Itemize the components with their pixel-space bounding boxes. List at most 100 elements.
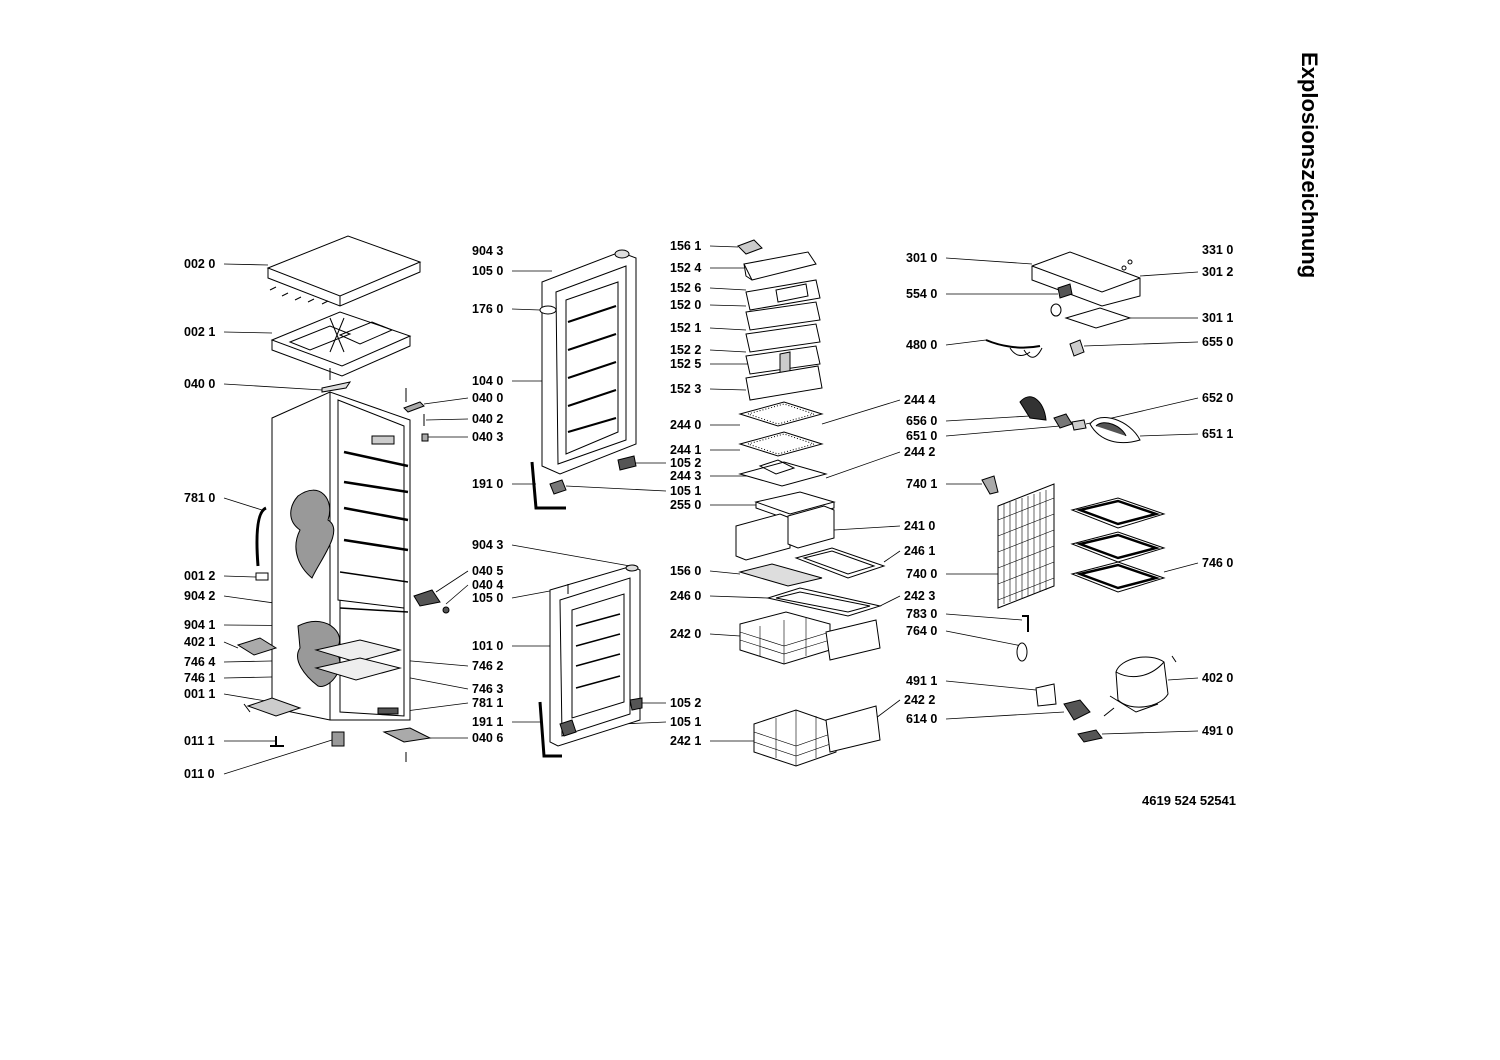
- part-number-label: 651 1: [1202, 427, 1234, 441]
- leader-line: [1167, 677, 1199, 681]
- part-number-label: 242 1: [670, 734, 702, 748]
- part-number-label: 904 3: [472, 538, 504, 552]
- part-number-label: 002 0: [184, 257, 216, 271]
- doors-assembly: [530, 249, 643, 758]
- part-number-label: 652 0: [1202, 391, 1234, 405]
- leader-line: [879, 595, 901, 607]
- part-number-label: 242 0: [670, 627, 702, 641]
- leader-line: [399, 659, 469, 667]
- part-number-label: 904 3: [472, 244, 504, 258]
- part-number-label: 105 2: [670, 696, 702, 710]
- leader-line: [825, 451, 901, 479]
- part-number-label: 040 2: [472, 412, 504, 426]
- part-number-label: 746 2: [472, 659, 504, 673]
- page-title: Explosionszeichnung: [1297, 52, 1322, 322]
- shelves-bins-assembly: [735, 239, 886, 767]
- part-number-label: 002 1: [184, 325, 216, 339]
- part-number-label: 746 1: [184, 671, 216, 685]
- leader-line: [223, 383, 323, 391]
- cabinet-assembly: [236, 235, 450, 762]
- leader-line: [223, 497, 263, 511]
- leader-line: [709, 327, 747, 331]
- part-number-label: 480 0: [906, 338, 938, 352]
- part-number-label: 176 0: [472, 302, 504, 316]
- part-number-label: 656 0: [906, 414, 938, 428]
- part-number-label: 244 2: [904, 445, 936, 459]
- leader-line: [425, 418, 469, 421]
- part-number-label: 152 1: [670, 321, 702, 335]
- leader-line: [709, 349, 747, 353]
- part-number-label: 040 4: [472, 578, 504, 592]
- leader-line: [223, 641, 239, 649]
- title-text: Explosionszeichnung: [1297, 52, 1322, 279]
- part-number-label: 105 0: [472, 264, 504, 278]
- leader-line: [945, 630, 1023, 647]
- leader-line: [1163, 562, 1199, 573]
- part-number-label: 152 2: [670, 343, 702, 357]
- leader-line: [709, 595, 769, 599]
- leader-line: [1139, 433, 1199, 437]
- part-number-label: 246 0: [670, 589, 702, 603]
- part-number-label: 331 0: [1202, 243, 1234, 257]
- part-number-label: 904 1: [184, 618, 216, 632]
- leader-line: [1083, 341, 1199, 347]
- leader-line: [709, 633, 741, 637]
- part-number-label: 554 0: [906, 287, 938, 301]
- leader-line: [223, 331, 273, 334]
- leader-line: [883, 550, 901, 563]
- part-number-label: 904 2: [184, 589, 216, 603]
- leader-line: [565, 485, 667, 492]
- leader-line: [709, 245, 739, 248]
- part-number-label: 491 1: [906, 674, 938, 688]
- leader-line: [511, 308, 541, 311]
- leader-line: [709, 570, 741, 575]
- part-number-label: 402 0: [1202, 671, 1234, 685]
- part-number-label: 781 1: [472, 696, 504, 710]
- part-number-label: 001 2: [184, 569, 216, 583]
- part-number-label: 152 0: [670, 298, 702, 312]
- part-number-label: 105 1: [670, 715, 702, 729]
- part-number-label: 244 4: [904, 393, 936, 407]
- part-number-label: 152 4: [670, 261, 702, 275]
- part-number-label: 242 2: [904, 693, 936, 707]
- leader-line: [709, 287, 747, 291]
- leader-line: [945, 257, 1033, 265]
- part-number-label: 746 4: [184, 655, 216, 669]
- part-number-label: 191 1: [472, 715, 504, 729]
- leader-line: [875, 699, 901, 719]
- part-number-label: 746 0: [1202, 556, 1234, 570]
- part-number-label: 614 0: [906, 712, 938, 726]
- part-number-label: 491 0: [1202, 724, 1234, 738]
- leader-line: [945, 680, 1037, 691]
- part-number-label: 105 2: [670, 456, 702, 470]
- part-number-label: 740 0: [906, 567, 938, 581]
- part-number-label: 104 0: [472, 374, 504, 388]
- part-number-label: 156 1: [670, 239, 702, 253]
- part-number-label: 301 1: [1202, 311, 1234, 325]
- part-number-label: 040 5: [472, 564, 504, 578]
- part-number-label: 011 1: [184, 734, 215, 748]
- screws-icon: [269, 286, 329, 305]
- leader-line: [833, 525, 901, 531]
- part-number-label: 655 0: [1202, 335, 1234, 349]
- leader-lines: [223, 245, 1199, 775]
- leader-line: [445, 584, 469, 605]
- leader-line: [821, 399, 901, 425]
- part-number-label: 040 0: [184, 377, 216, 391]
- leader-line: [945, 425, 1061, 437]
- cooling-assembly: [981, 251, 1177, 743]
- part-number-label: 040 3: [472, 430, 504, 444]
- part-number-label: 244 3: [670, 469, 702, 483]
- part-number-label: 301 0: [906, 251, 938, 265]
- part-number-label: 105 1: [670, 484, 702, 498]
- part-number-label: 011 0: [184, 767, 215, 781]
- leader-line: [945, 415, 1031, 422]
- part-number-label: 651 0: [906, 429, 938, 443]
- leader-line: [945, 339, 987, 346]
- leader-line: [945, 711, 1065, 720]
- part-number-label: 764 0: [906, 624, 938, 638]
- leader-line: [511, 544, 631, 567]
- part-number-label: 040 0: [472, 391, 504, 405]
- leader-line: [945, 613, 1023, 621]
- part-number-label: 746 3: [472, 682, 504, 696]
